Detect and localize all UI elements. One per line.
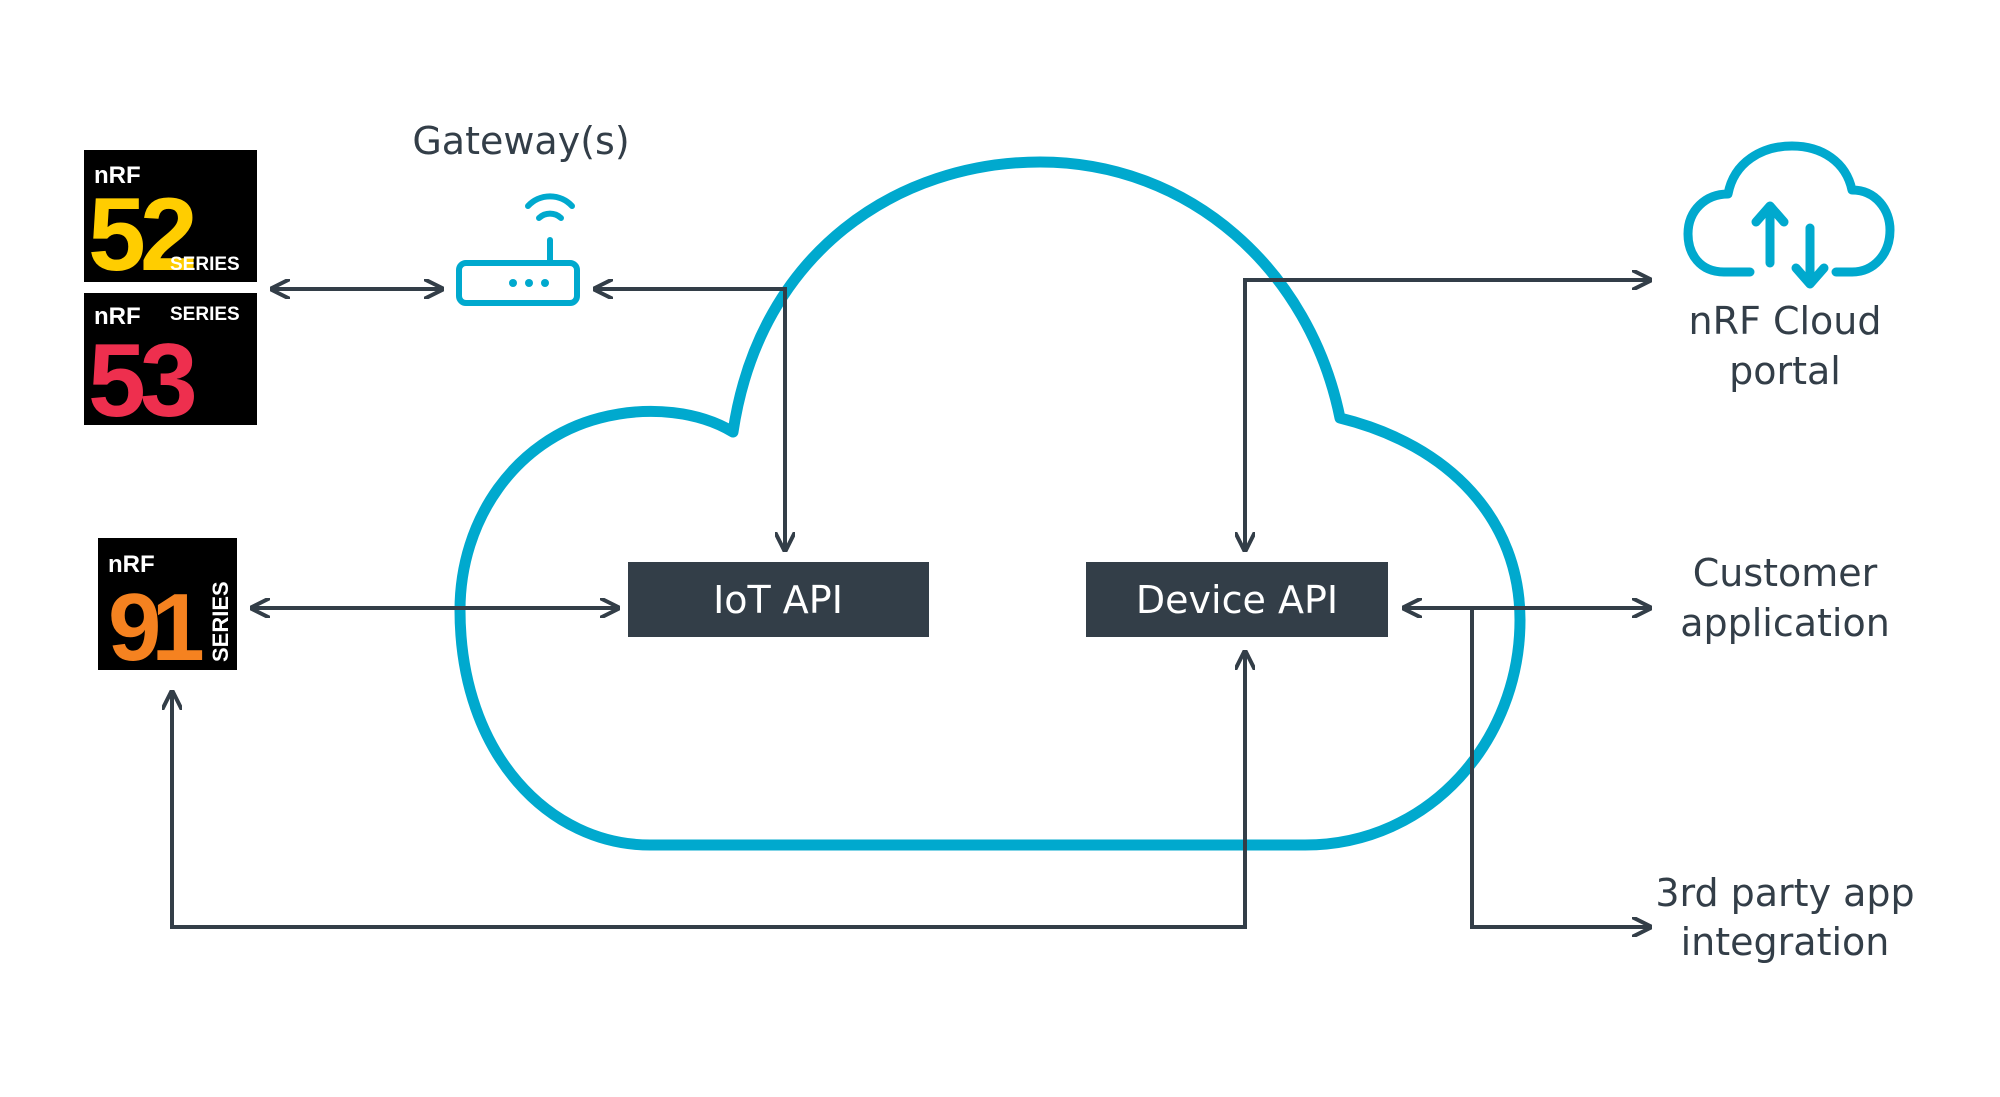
svg-text:Device API: Device API: [1136, 578, 1338, 622]
svg-text:91: 91: [108, 574, 202, 681]
svg-text:3rd party app: 3rd party app: [1655, 871, 1914, 915]
nrf91-series-badge: nRF 91 SERIES: [98, 538, 237, 681]
portal-device-api-arrow: [1245, 280, 1650, 550]
svg-text:52: 52: [88, 177, 194, 293]
nrf52-series-badge: nRF 52 SERIES: [84, 150, 257, 293]
svg-text:nRF Cloud: nRF Cloud: [1689, 299, 1882, 343]
main-cloud-shape: [454, 156, 1526, 851]
svg-text:Customer: Customer: [1693, 551, 1878, 595]
nrf91-device-api-arrow: [172, 652, 1245, 929]
gateway-label: Gateway(s): [412, 119, 629, 163]
iot-api-box: IoT API: [628, 562, 929, 637]
device-api-third-party-arrow: [1470, 608, 1650, 927]
svg-text:SERIES: SERIES: [170, 254, 240, 275]
svg-text:IoT API: IoT API: [713, 578, 843, 622]
device-api-box: Device API: [1086, 562, 1388, 637]
svg-text:SERIES: SERIES: [170, 304, 240, 325]
nrf53-series-badge: nRF SERIES 53: [84, 293, 257, 439]
svg-text:nRF: nRF: [108, 551, 155, 578]
svg-text:integration: integration: [1681, 920, 1890, 964]
gateway-iot-api-arrow: [595, 289, 785, 550]
cloud-upload-download-icon: [1683, 141, 1895, 289]
router-icon: [456, 193, 580, 306]
nrf-cloud-portal-label: nRF Cloud portal: [1689, 299, 1882, 393]
third-party-integration-label: 3rd party app integration: [1655, 871, 1914, 964]
svg-text:nRF: nRF: [94, 162, 141, 189]
svg-text:SERIES: SERIES: [208, 581, 233, 662]
svg-text:nRF: nRF: [94, 303, 141, 330]
customer-application-label: Customer application: [1680, 551, 1890, 645]
svg-text:portal: portal: [1729, 349, 1841, 393]
svg-text:application: application: [1680, 601, 1890, 645]
svg-text:53: 53: [88, 323, 195, 439]
connectors: [172, 280, 1650, 927]
